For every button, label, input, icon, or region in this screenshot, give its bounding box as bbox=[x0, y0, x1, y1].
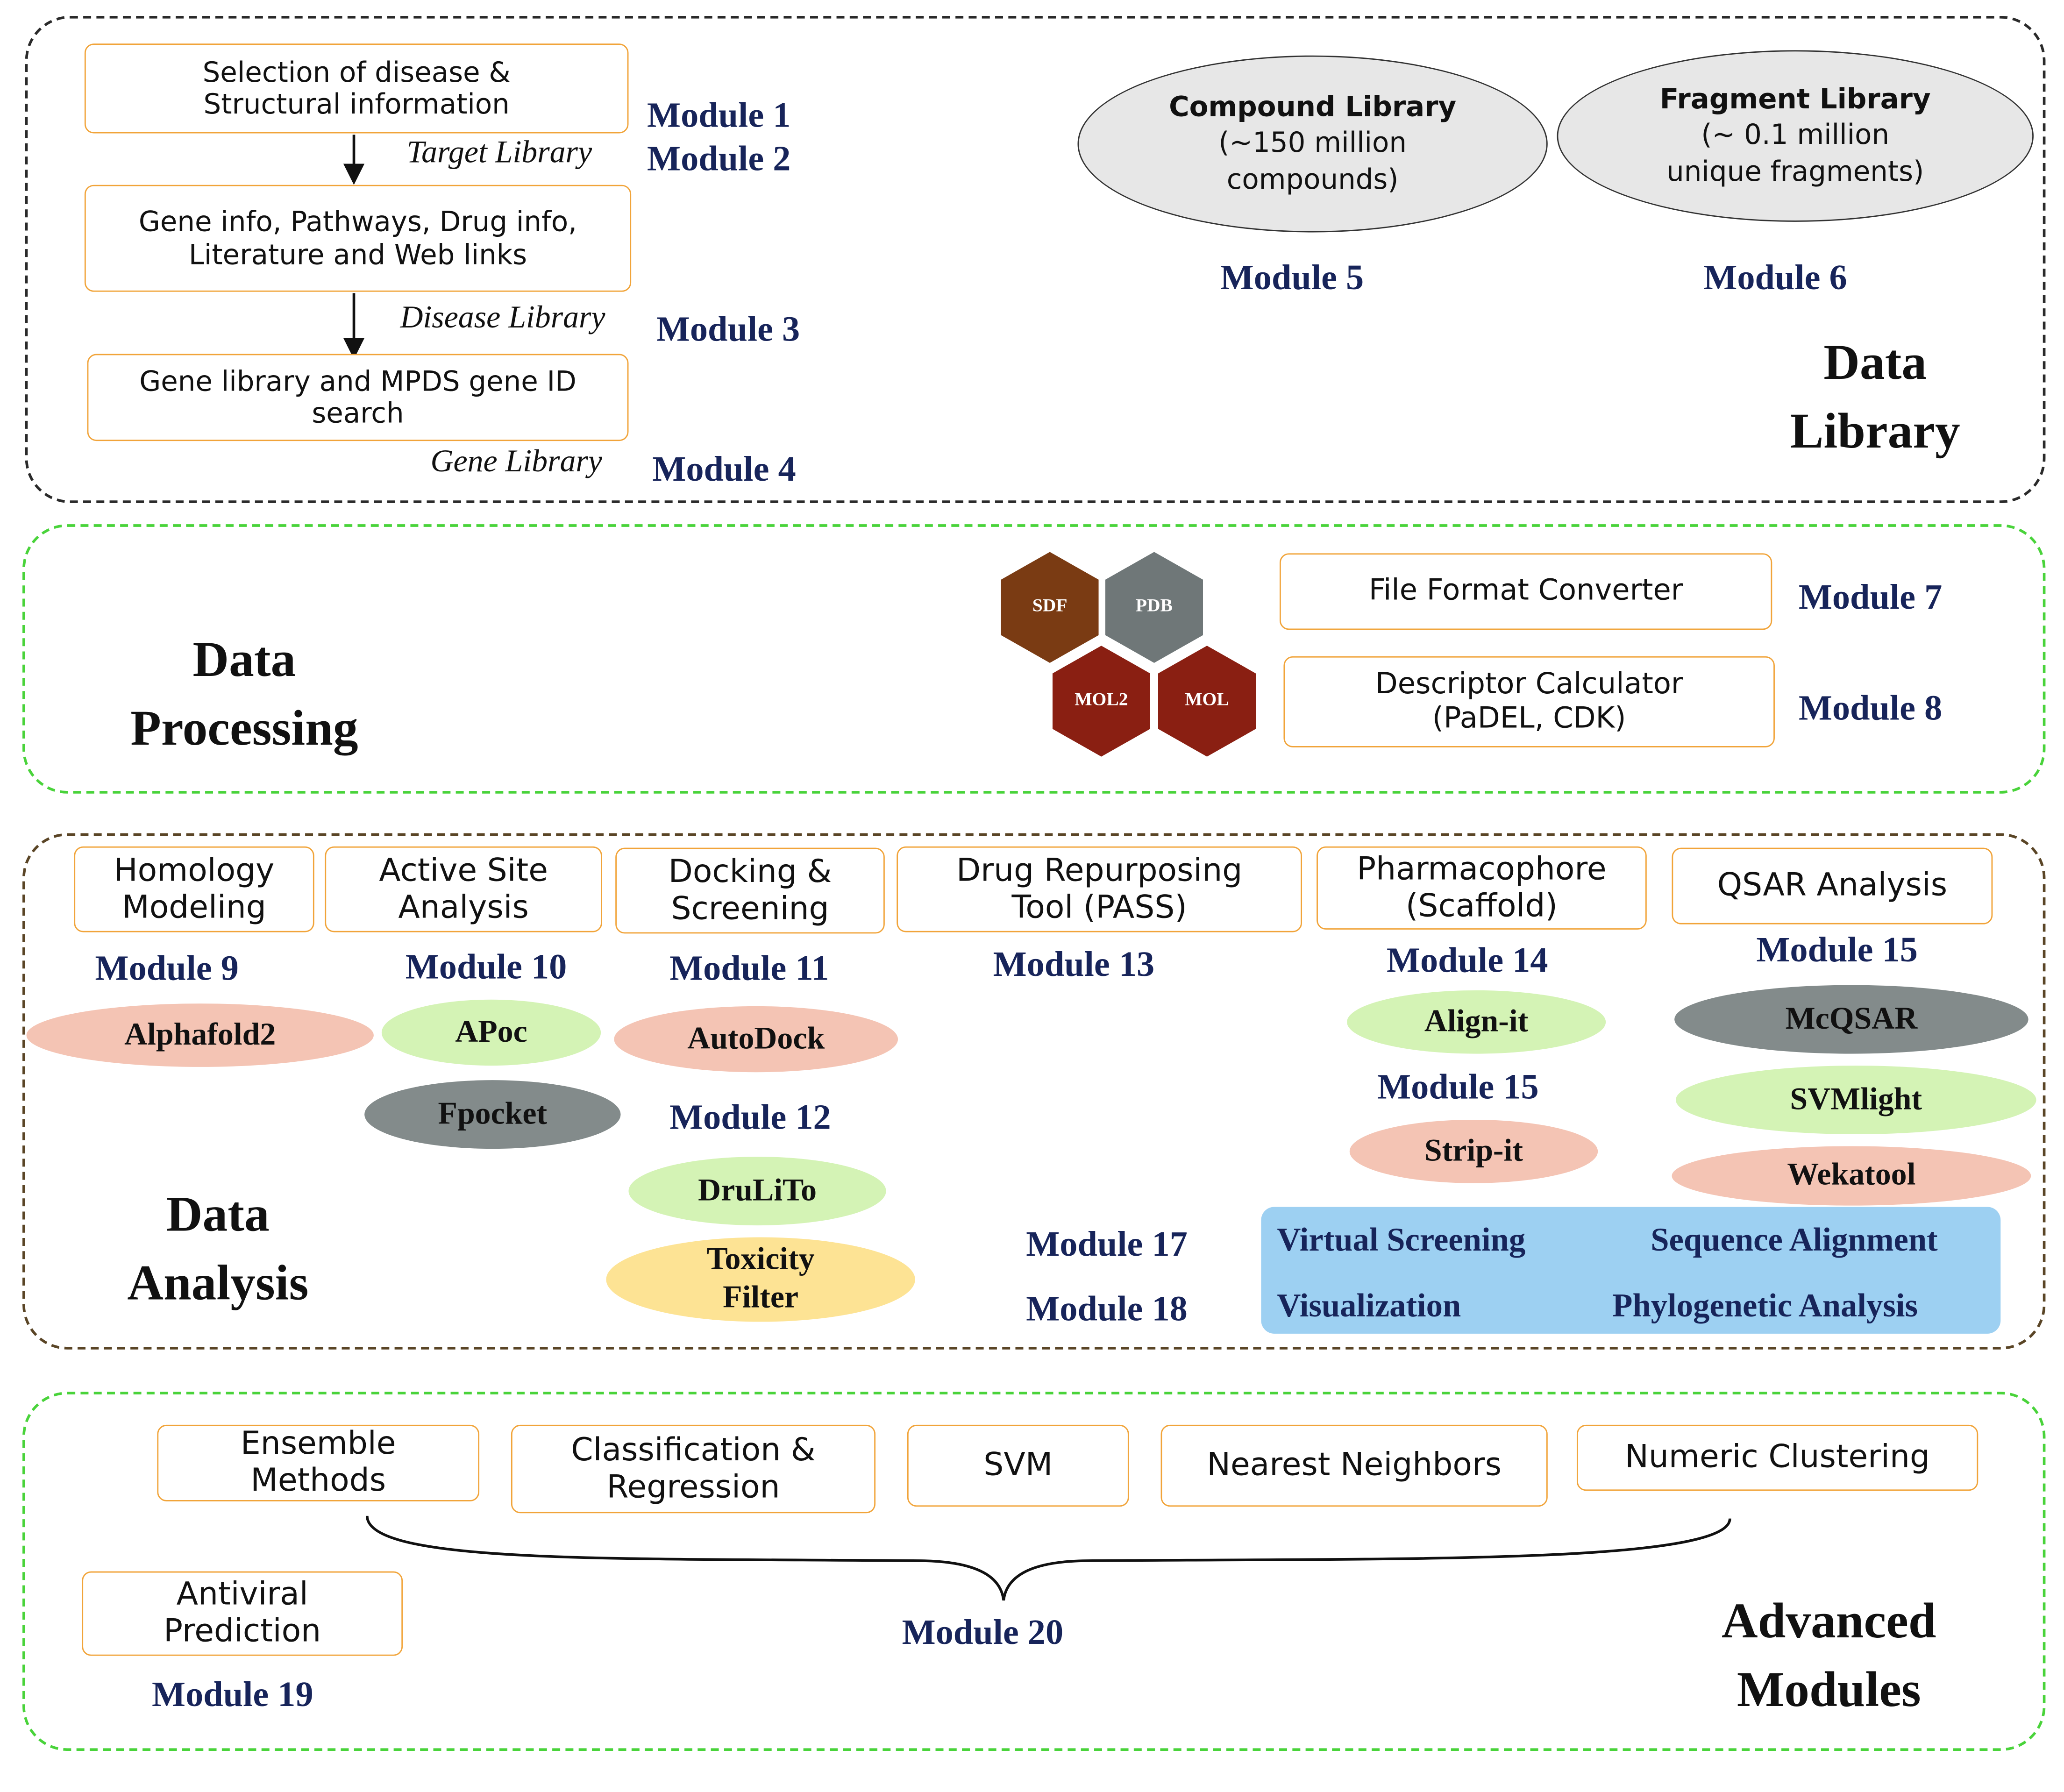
module-14-label: Module 14 bbox=[1386, 940, 1548, 980]
module-3-label: Module 3 bbox=[656, 309, 800, 349]
docking-screening-box: Docking & Screening bbox=[615, 847, 885, 934]
utilities-panel bbox=[1261, 1207, 2001, 1334]
fragment-library-detail: (~ 0.1 million unique fragments) bbox=[1666, 119, 1924, 187]
pharmacophore-box: Pharmacophore (Scaffold) bbox=[1317, 846, 1647, 930]
gene-library-box: Gene library and MPDS gene ID search bbox=[87, 354, 629, 441]
module-20-label: Module 20 bbox=[902, 1612, 1064, 1652]
drug-repurposing-box: Drug Repurposing Tool (PASS) bbox=[897, 846, 1302, 932]
module-8-label: Module 8 bbox=[1798, 688, 1943, 728]
data-library-section bbox=[25, 15, 2046, 503]
module-17-label: Module 17 bbox=[1026, 1224, 1188, 1264]
ensemble-methods-box: Ensemble Methods bbox=[157, 1424, 480, 1501]
sequence-alignment-label: Sequence Alignment bbox=[1651, 1223, 1938, 1259]
disease-selection-box: Selection of disease & Structural inform… bbox=[84, 43, 629, 134]
phylogenetic-analysis-label: Phylogenetic Analysis bbox=[1612, 1288, 1918, 1325]
wekatool-tool: Wekatool bbox=[1672, 1146, 2031, 1206]
autodock-tool: AutoDock bbox=[614, 1006, 898, 1073]
advanced-modules-section bbox=[22, 1392, 2046, 1751]
target-library-label: Target Library bbox=[406, 136, 592, 171]
data-processing-title: Data Processing bbox=[130, 632, 358, 756]
fragment-library-name: Fragment Library bbox=[1659, 83, 1931, 115]
numeric-clustering-box: Numeric Clustering bbox=[1576, 1424, 1979, 1491]
mcqsar-tool: McQSAR bbox=[1674, 985, 2028, 1054]
gene-info-box: Gene info, Pathways, Drug info, Literatu… bbox=[84, 185, 632, 292]
data-processing-section bbox=[22, 524, 2046, 794]
disease-library-label: Disease Library bbox=[400, 301, 605, 335]
module20-brace bbox=[365, 1515, 1731, 1601]
module-5-label: Module 5 bbox=[1220, 257, 1364, 297]
align-it-tool: Align-it bbox=[1347, 990, 1606, 1054]
strip-it-tool: Strip-it bbox=[1349, 1119, 1598, 1183]
classification-regression-box: Classification & Regression bbox=[511, 1424, 876, 1514]
module-18-label: Module 18 bbox=[1026, 1288, 1188, 1329]
nearest-neighbors-box: Nearest Neighbors bbox=[1160, 1424, 1548, 1507]
module-7-label: Module 7 bbox=[1798, 577, 1943, 617]
toxicity-filter-tool: Toxicity Filter bbox=[606, 1237, 915, 1322]
gene-library-label: Gene Library bbox=[430, 445, 602, 480]
module-15-label-b: Module 15 bbox=[1377, 1067, 1539, 1107]
active-site-analysis-box: Active Site Analysis bbox=[325, 846, 602, 932]
data-library-title: Data Library bbox=[1790, 335, 1960, 459]
module-15-label-a: Module 15 bbox=[1756, 929, 1918, 969]
file-format-converter-box: File Format Converter bbox=[1279, 553, 1772, 630]
module-19-label: Module 19 bbox=[152, 1674, 313, 1714]
module-11-label: Module 11 bbox=[669, 948, 829, 988]
module-6-label: Module 6 bbox=[1703, 257, 1847, 297]
qsar-analysis-box: QSAR Analysis bbox=[1672, 847, 1993, 924]
module-9-label: Module 9 bbox=[95, 948, 239, 988]
compound-library-name: Compound Library bbox=[1169, 91, 1457, 123]
antiviral-prediction-box: Antiviral Prediction bbox=[82, 1571, 403, 1656]
compound-library-detail: (~150 million compounds) bbox=[1218, 127, 1407, 195]
data-analysis-title: Data Analysis bbox=[127, 1187, 309, 1311]
descriptor-calculator-box: Descriptor Calculator (PaDEL, CDK) bbox=[1283, 656, 1775, 747]
module-4-label: Module 4 bbox=[652, 449, 796, 489]
apoc-tool: APoc bbox=[381, 999, 601, 1066]
homology-modeling-box: Homology Modeling bbox=[74, 846, 314, 932]
alphafold2-tool: Alphafold2 bbox=[26, 1003, 374, 1067]
svmlight-tool: SVMlight bbox=[1675, 1066, 2036, 1135]
fragment-library-ellipse: Fragment Library (~ 0.1 million unique f… bbox=[1557, 50, 2034, 222]
virtual-screening-label: Virtual Screening bbox=[1277, 1223, 1526, 1259]
module-10-label: Module 10 bbox=[405, 946, 567, 987]
module-1-label: Module 1 bbox=[647, 95, 791, 135]
module-12-label: Module 12 bbox=[669, 1097, 831, 1137]
compound-library-ellipse: Compound Library (~150 million compounds… bbox=[1077, 55, 1548, 233]
svm-box: SVM bbox=[907, 1424, 1129, 1507]
fpocket-tool: Fpocket bbox=[364, 1080, 621, 1149]
visualization-label: Visualization bbox=[1277, 1288, 1461, 1325]
module-13-label: Module 13 bbox=[993, 944, 1155, 984]
advanced-modules-title: Advanced Modules bbox=[1722, 1593, 1936, 1718]
data-analysis-section bbox=[22, 833, 2046, 1350]
drulito-tool: DruLiTo bbox=[628, 1157, 886, 1226]
module-2-label: Module 2 bbox=[647, 138, 791, 178]
